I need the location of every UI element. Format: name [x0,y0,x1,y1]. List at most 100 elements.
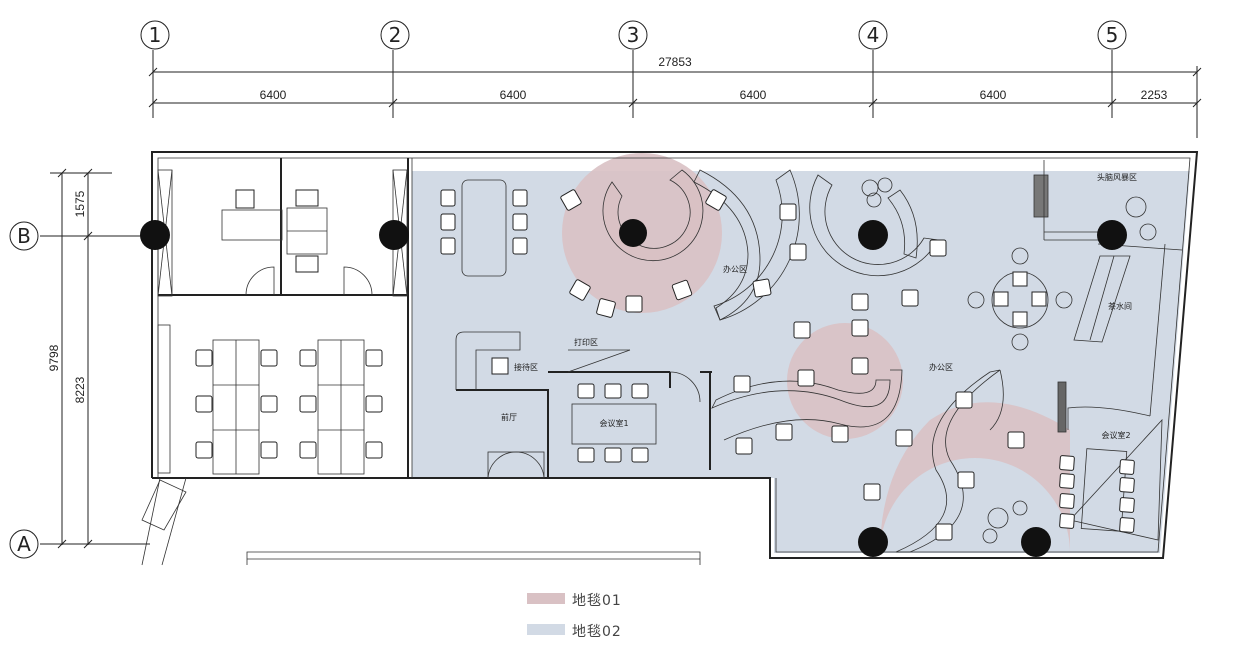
chair-icon [365,395,383,413]
chair-icon [705,189,727,211]
svg-text:2: 2 [389,23,402,47]
chair-icon [260,441,278,459]
svg-text:B: B [17,224,31,248]
legend: 地毯01 地毯02 [527,593,622,640]
label-brainstorm: 头脑风暴区 [1097,172,1137,182]
label-reception: 接待区 [514,362,538,372]
office-desk [221,189,328,273]
chair-icon [604,383,622,399]
round-table [967,247,1073,351]
chair-icon [195,395,213,413]
legend-label-01: 地毯01 [572,593,622,609]
chair-icon [1059,493,1075,509]
chair-icon [1059,513,1075,529]
chair-icon [365,441,383,459]
structural-columns [140,220,1127,557]
outer-wall [151,151,1199,559]
label-meeting-1: 会议室1 [599,418,628,428]
tea-room [1073,243,1183,417]
wave-desk [895,369,1004,553]
carpet-01-zone [787,323,903,439]
chair-icon [929,239,947,257]
chair-icon [1119,517,1135,533]
chair-icon [440,213,456,231]
chair-icon [512,189,528,207]
svg-text:4: 4 [867,23,880,47]
chair-icon [596,298,616,318]
dim-bay-1: 6400 [260,88,287,102]
chair-icon [851,357,869,375]
dim-bay-5: 2253 [1141,88,1168,102]
dim-left-top: 1575 [73,190,87,217]
chair-icon [1119,459,1135,475]
svg-text:5: 5 [1106,23,1119,47]
chair-icon [851,293,869,311]
chair-icon [299,441,317,459]
chair-icon [260,349,278,367]
dim-bay-3: 6400 [740,88,767,102]
workstation-cluster [212,339,365,475]
chair-icon [625,295,643,313]
chair-icon [955,391,973,409]
chair-icon [831,425,849,443]
chair-icon [901,289,919,307]
curved-desk-3 [711,369,903,441]
axis-bubble-1: 1 [140,20,170,50]
chair-icon [752,278,772,298]
chair-icon [863,483,881,501]
chair-icon [577,383,595,399]
chair-icon [1119,477,1135,493]
chair-icon [1059,473,1075,489]
axis-bubble-A: A [9,529,39,559]
axis-bubble-5: 5 [1097,20,1127,50]
chair-icon [260,395,278,413]
label-office-b: 办公区 [929,362,953,372]
chair-icon [735,437,753,455]
dim-total: 27853 [658,55,692,69]
axis-bubble-2: 2 [380,20,410,50]
long-table [461,179,507,277]
legend-swatch-02 [527,624,565,635]
svg-text:A: A [17,532,31,556]
dim-bay-4: 6400 [980,88,1007,102]
chair-icon [1119,497,1135,513]
chair-icon [569,279,591,301]
svg-text:3: 3 [627,23,640,47]
chair-icon [779,203,797,221]
chair-icon [604,447,622,463]
chair-icon [851,319,869,337]
chair-icon [299,349,317,367]
chair-icon [895,429,913,447]
chair-icon [775,423,793,441]
label-tea: 茶水间 [1108,301,1132,311]
chair-icon [440,237,456,255]
axis-bubble-B: B [9,221,39,251]
label-meeting-2: 会议室2 [1101,430,1130,440]
axis-bubble-4: 4 [858,20,888,50]
label-office-a: 办公区 [723,264,747,274]
chair-icon [577,447,595,463]
chair-icon [560,189,582,211]
label-print: 打印区 [574,337,598,347]
legend-swatch-01 [527,593,565,604]
chair-icon [793,321,811,339]
svg-text:1: 1 [149,23,162,47]
dim-left-total: 9798 [47,344,61,371]
chair-icon [512,213,528,231]
plant-icon [861,177,893,208]
label-lobby: 前厅 [501,412,517,422]
chair-icon [957,471,975,489]
axis-bubble-3: 3 [618,20,648,50]
chair-icon [1007,431,1025,449]
chair-icon [797,369,815,387]
meeting-table-1 [571,403,657,445]
chair-icon [195,441,213,459]
chair-icon [935,523,953,541]
legend-label-02: 地毯02 [572,624,622,640]
chair-icon [195,349,213,367]
chair-icon [512,237,528,255]
chair-icon [299,395,317,413]
chair-icon [1059,455,1075,471]
chair-icon [671,279,693,301]
